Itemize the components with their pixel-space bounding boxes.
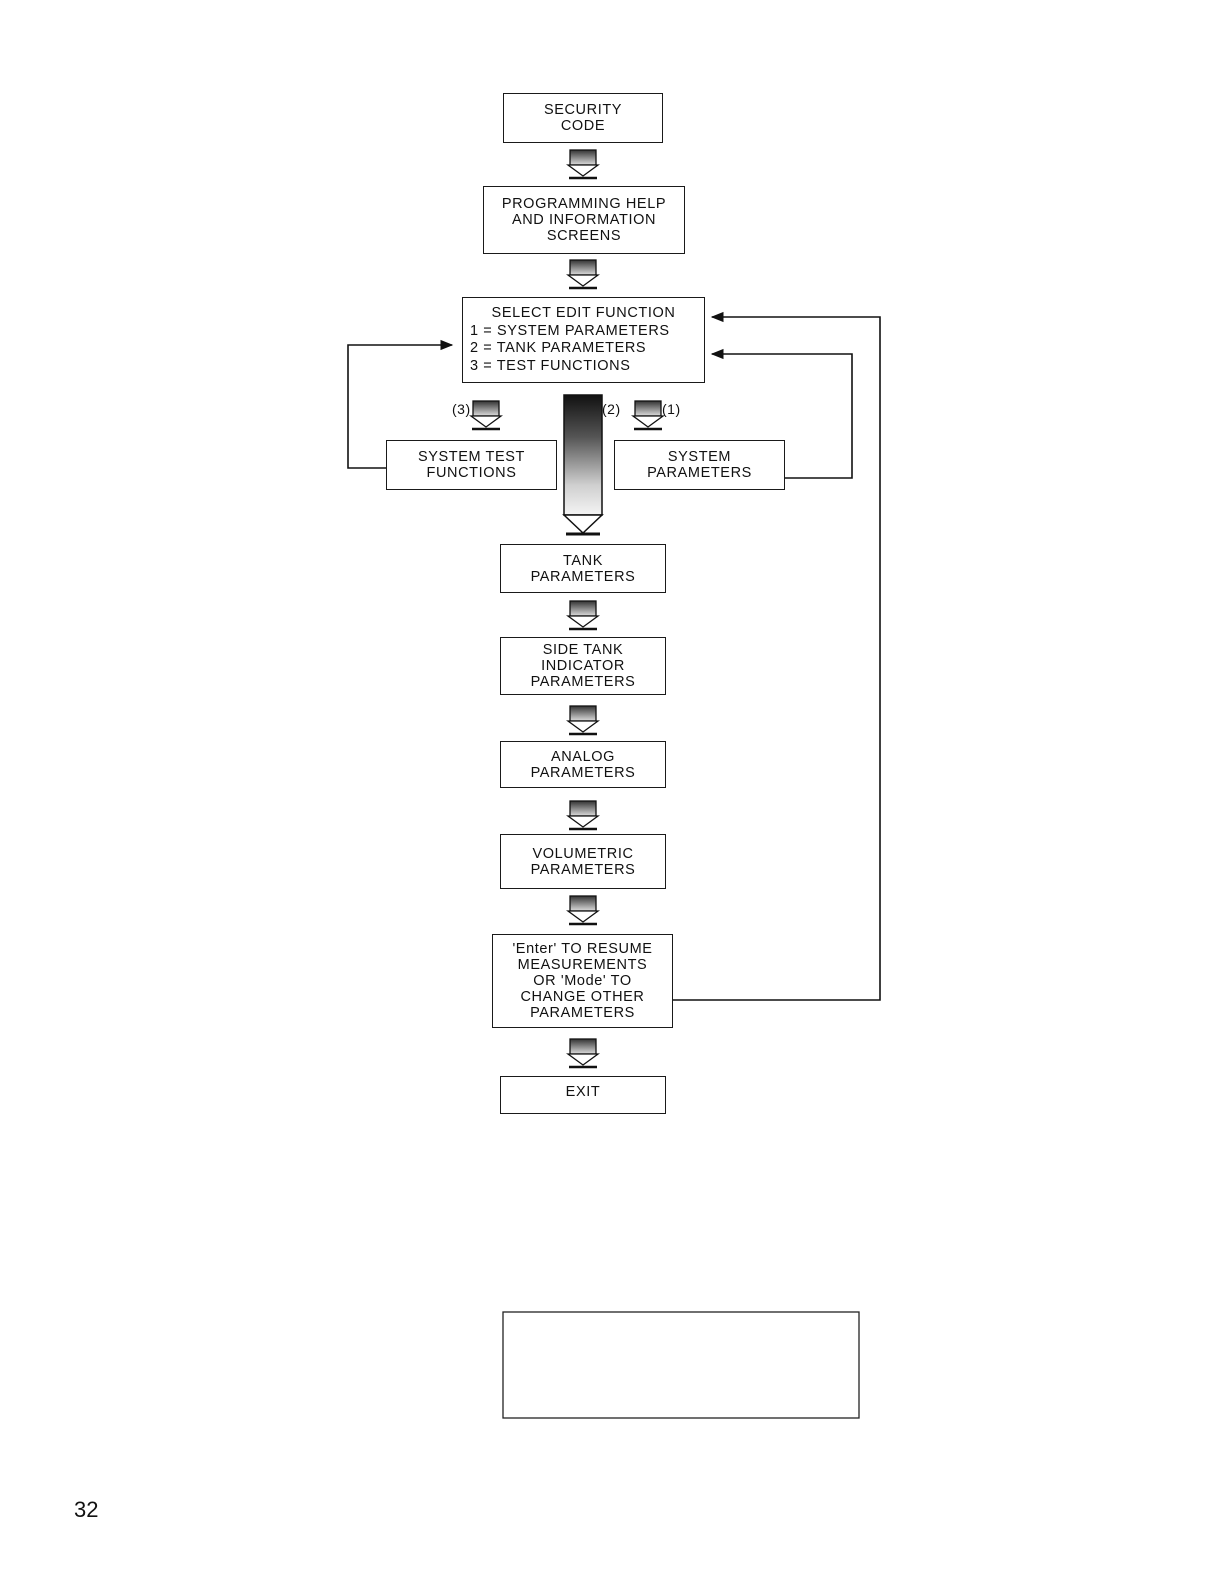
box-text-line: ANALOG [550,748,616,765]
box-text-line: OR 'Mode' TO [533,973,632,989]
big-down-arrow [562,394,604,536]
box-text-line: SELECT EDIT FUNCTION [491,305,676,321]
down-arrow [566,800,600,831]
system-return-line [710,348,853,479]
box-text-line: PARAMETERS [530,568,636,585]
exit-box: EXIT [500,1076,666,1114]
box-text-line: PROGRAMMING HELP [501,196,667,212]
down-arrow [469,400,503,431]
box-text-line: CODE [560,118,606,134]
box-text-line: PARAMETERS [530,1005,635,1021]
box-text-line: 'Enter' TO RESUME [512,941,653,957]
box-text-line: PARAMETERS [530,861,636,878]
box-text-line: SYSTEM TEST [417,449,526,465]
down-arrow [566,1038,600,1069]
box-text-line: MEASUREMENTS [517,957,648,973]
box-text-line: PARAMETERS [647,465,752,481]
branch-label-2: (2) [602,401,621,417]
down-arrow [566,149,600,180]
box-text-line: SECURITY [543,102,623,118]
box-text-line: EXIT [565,1084,601,1100]
box-text-line: PARAMETERS [530,674,636,690]
box-text-line: VOLUMETRIC [532,845,634,862]
mode-return-line [672,311,881,1001]
down-arrow [566,600,600,631]
page-number: 32 [74,1497,99,1522]
box-text-line: INDICATOR [541,658,625,674]
flow-arrows [469,149,665,1069]
box-text-line: TANK [563,552,603,569]
box-text-line: AND INFORMATION [511,212,657,228]
box-text-line: SCREENS [546,228,622,244]
box-text-line: 2 = TANK PARAMETERS [470,340,647,356]
box-text-line: CHANGE OTHER [520,989,645,1005]
down-arrow [566,259,600,290]
box-text-line: PARAMETERS [530,764,636,781]
down-arrow [566,705,600,736]
box-text-line: FUNCTIONS [426,465,517,481]
box-text-line: 1 = SYSTEM PARAMETERS [470,322,670,339]
box-text-line: SIDE TANK [542,642,624,658]
box-text-line: SYSTEM [667,449,732,465]
test-return-line [347,339,454,469]
down-arrow [566,895,600,926]
down-arrow [631,400,665,431]
blank-box [502,1311,860,1419]
box-text-line: 3 = TEST FUNCTIONS [470,357,631,374]
branch-label-3: (3) [452,401,471,417]
branch-label-1: (1) [662,401,681,417]
